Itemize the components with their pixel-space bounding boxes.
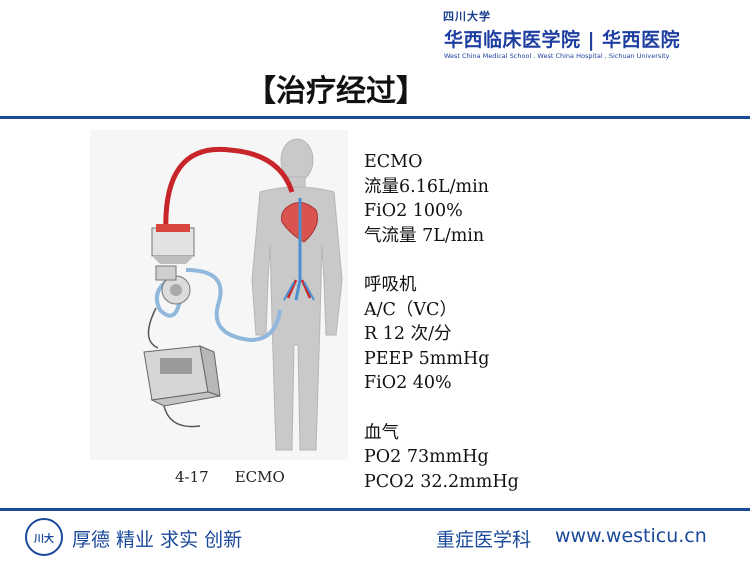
ventilator-fio2: FiO2 40% — [364, 373, 452, 394]
ventilator-rate: R 12 次/分 — [364, 324, 452, 345]
oxygenator-device — [151, 224, 195, 264]
blood-gas-pco2: PCO2 32.2mmHg — [364, 471, 519, 492]
ventilator-mode: A/C（VC） — [364, 299, 457, 320]
arterial-cannula-tube — [163, 146, 295, 236]
figure-caption-number: 4-17 — [175, 468, 209, 486]
top-divider — [0, 116, 750, 119]
ecmo-heading: ECMO — [364, 152, 423, 172]
slide-footer: 川大 厚德 精业 求实 创新 重症医学科 www.westicu.cn — [0, 511, 750, 563]
ecmo-flow: 流量6.16L/min — [364, 176, 489, 197]
institution-english-name: West China Medical School . West China H… — [444, 52, 670, 60]
figure-caption-text: ECMO — [234, 468, 285, 486]
blood-gas-po2: PO2 73mmHg — [364, 447, 489, 468]
motto-text: 厚德 精业 求实 创新 — [72, 529, 243, 551]
ventilator-heading: 呼吸机 — [364, 274, 417, 295]
slide-header: 四川大学 华西临床医学院 | 华西医院 West China Medical S… — [0, 0, 750, 120]
blood-gas-heading: 血气 — [364, 422, 399, 443]
university-name: 四川大学 — [443, 10, 491, 23]
ecmo-gas-flow: 气流量 7L/min — [364, 225, 485, 246]
university-emblem-icon: 川大 — [25, 518, 63, 556]
ecmo-console — [143, 307, 221, 428]
slide-title: 【治疗经过】 — [246, 74, 426, 109]
treatment-parameters: ECMO 流量6.16L/min FiO2 100% 气流量 7L/min 呼吸… — [364, 150, 744, 494]
department-name: 重症医学科 — [436, 529, 532, 551]
website-url: www.westicu.cn — [555, 525, 707, 547]
centrifugal-pump — [155, 265, 191, 305]
figure-caption: 4-17 ECMO — [175, 468, 311, 486]
section-gap — [364, 396, 744, 421]
bottom-divider — [0, 508, 750, 511]
heart-icon — [281, 198, 318, 301]
section-gap — [364, 248, 744, 273]
human-body-figure — [251, 138, 343, 451]
ecmo-fio2: FiO2 100% — [364, 201, 463, 222]
ecmo-diagram — [143, 138, 343, 451]
ecmo-illustration — [90, 130, 348, 460]
venous-cannula-tube — [185, 268, 282, 343]
ventilator-peep: PEEP 5mmHg — [364, 348, 490, 369]
institution-name: 华西临床医学院 | 华西医院 — [444, 29, 681, 51]
